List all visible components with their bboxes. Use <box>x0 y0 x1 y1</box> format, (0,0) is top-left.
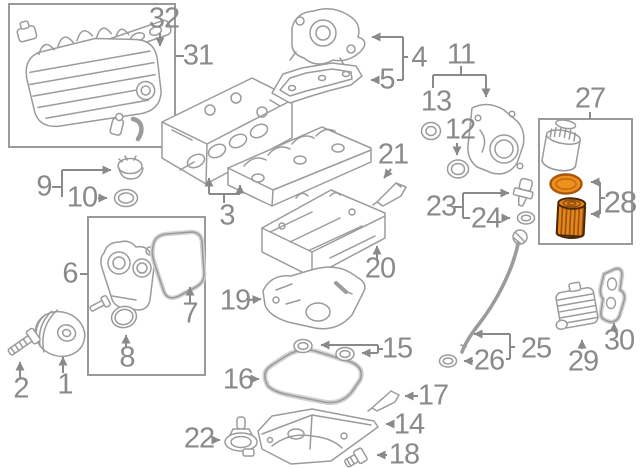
sealing-ring-12-drawing <box>446 159 470 179</box>
callout-17[interactable]: 17 <box>417 379 449 412</box>
filler-cap-seal-drawing <box>113 188 139 208</box>
group-box-6 <box>87 216 206 376</box>
oil-filter-element-drawing <box>555 197 587 240</box>
callout-31[interactable]: 31 <box>182 39 214 72</box>
callout-14[interactable]: 14 <box>393 408 425 441</box>
oil-level-sensor-drawing <box>224 416 258 457</box>
sensor-seal-drawing <box>516 211 536 225</box>
callout-23[interactable]: 23 <box>425 190 457 223</box>
callout-9[interactable]: 9 <box>36 170 52 203</box>
oil-cooler-drawing <box>555 281 599 331</box>
callout-22[interactable]: 22 <box>183 422 215 455</box>
oil-filler-cap-drawing <box>117 155 144 180</box>
callout-2[interactable]: 2 <box>13 372 29 405</box>
oil-filter-housing-drawing <box>541 119 581 172</box>
oil-baffle-drawing <box>262 266 366 330</box>
callout-10[interactable]: 10 <box>66 181 98 214</box>
sealing-ring-13-drawing <box>420 121 442 141</box>
oil-pan-drawing <box>257 408 379 465</box>
upper-oil-pan-drawing <box>261 189 386 278</box>
callout-13[interactable]: 13 <box>420 85 452 118</box>
dipstick-drawing <box>460 229 528 354</box>
callout-21[interactable]: 21 <box>377 138 409 171</box>
callout-7[interactable]: 7 <box>182 297 198 330</box>
callout-26[interactable]: 26 <box>473 344 505 377</box>
oil-cooler-gasket-drawing <box>598 266 627 325</box>
callout-5[interactable]: 5 <box>379 63 395 96</box>
callout-16[interactable]: 16 <box>222 363 254 396</box>
pulley-bolt-drawing <box>7 327 41 356</box>
cover-seal-drawing <box>110 305 138 329</box>
valve-cover-drawing <box>227 126 372 207</box>
callout-29[interactable]: 29 <box>567 345 599 378</box>
sealant-tube-17-drawing <box>367 390 400 412</box>
intake-manifold-drawing <box>16 20 162 142</box>
callout-12[interactable]: 12 <box>444 113 476 146</box>
callout-28[interactable]: 28 <box>603 184 637 220</box>
group-box-31 <box>8 3 176 148</box>
callout-25[interactable]: 25 <box>520 332 552 365</box>
callout-32[interactable]: 32 <box>148 2 180 35</box>
group-box-27 <box>538 118 633 245</box>
crankshaft-pulley-drawing <box>34 309 86 358</box>
cover-bolt-drawing <box>89 295 111 312</box>
pump-gasket-drawing <box>271 62 363 104</box>
seal-15a-drawing <box>293 338 313 354</box>
leader-lines <box>15 32 619 460</box>
callout-1[interactable]: 1 <box>57 368 73 401</box>
drain-plug-drawing <box>344 447 368 468</box>
callout-27[interactable]: 27 <box>574 82 606 115</box>
oil-pan-gasket-drawing <box>262 347 364 406</box>
sealant-tube-21-drawing <box>372 182 407 207</box>
callout-15[interactable]: 15 <box>381 332 413 365</box>
seal-15b-drawing <box>335 346 355 362</box>
callout-4[interactable]: 4 <box>411 41 427 74</box>
callout-11[interactable]: 11 <box>446 38 476 71</box>
callout-6[interactable]: 6 <box>62 257 78 290</box>
cylinder-head-drawing <box>161 77 293 185</box>
vacuum-pump-drawing <box>289 8 366 66</box>
timing-cover-gasket-drawing <box>150 229 207 301</box>
oil-filter-oring-drawing <box>549 173 583 195</box>
callout-19[interactable]: 19 <box>219 284 251 317</box>
callout-18[interactable]: 18 <box>388 438 420 468</box>
callout-30[interactable]: 30 <box>603 324 635 357</box>
timing-chain-cover-drawing <box>467 103 525 175</box>
callout-24[interactable]: 24 <box>470 202 502 235</box>
dipstick-seal-drawing <box>438 354 458 368</box>
callout-20[interactable]: 20 <box>364 252 396 285</box>
oil-pressure-sensor-drawing <box>512 177 534 207</box>
callout-3[interactable]: 3 <box>219 199 235 232</box>
callout-8[interactable]: 8 <box>119 341 135 374</box>
